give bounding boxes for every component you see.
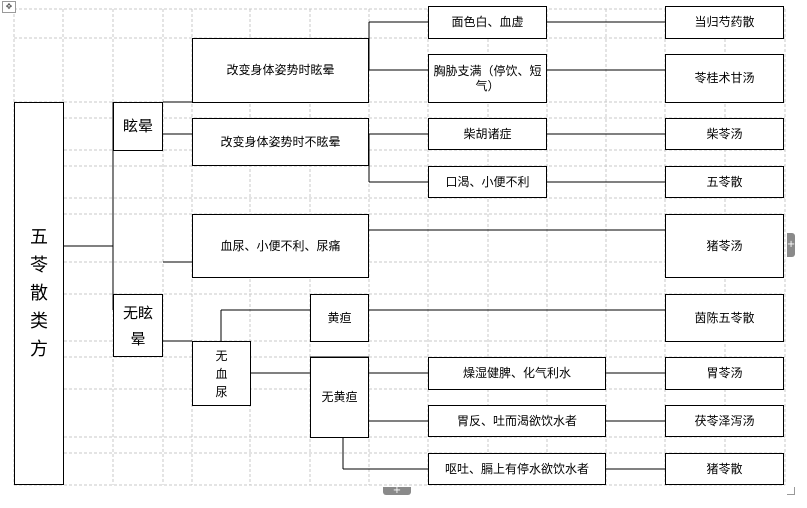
root-label: 五苓散类方 bbox=[30, 226, 48, 360]
formula-weiling-node: 胃苓汤 bbox=[665, 357, 784, 390]
change-posture-dizzy-label: 改变身体姿势时眩晕 bbox=[226, 63, 335, 77]
thirst-dysuria-label: 口渴、小便不利 bbox=[445, 174, 530, 189]
stomach-reflux-node: 胃反、吐而渴欲饮水者 bbox=[428, 405, 606, 437]
formula-fuling-zexie-node: 茯苓泽泻汤 bbox=[665, 405, 784, 437]
pale-blood-deficiency-node: 面色白、血虚 bbox=[428, 6, 547, 39]
formula-linggui-label: 苓桂术甘汤 bbox=[694, 71, 755, 85]
vomiting-node: 呕吐、膈上有停水欲饮水者 bbox=[428, 453, 606, 485]
formula-wuling-label: 五苓散 bbox=[706, 174, 743, 189]
bupleurum-syndrome-node: 柴胡诸症 bbox=[428, 118, 547, 150]
formula-danggui-node: 当归芍药散 bbox=[665, 6, 784, 39]
formula-zhuling-tang-label: 猪苓汤 bbox=[706, 238, 743, 253]
dry-dampness-label: 燥湿健脾、化气利水 bbox=[462, 366, 571, 380]
no-hematuria-node: 无血尿 bbox=[192, 341, 251, 406]
jaundice-label: 黄疸 bbox=[327, 310, 352, 325]
not-dizzy-label: 无眩晕 bbox=[122, 303, 153, 348]
formula-zhuling-san-node: 猪苓散 bbox=[665, 453, 784, 485]
formula-danggui-label: 当归芍药散 bbox=[694, 15, 755, 29]
root-node: 五苓散类方 bbox=[14, 102, 64, 485]
formula-chailing-label: 柴苓汤 bbox=[706, 126, 743, 141]
formula-yinchen-label: 茵陈五苓散 bbox=[694, 310, 755, 325]
add-column-button[interactable]: + bbox=[787, 233, 795, 257]
change-posture-not-dizzy-label: 改变身体姿势时不眩晕 bbox=[220, 134, 341, 149]
no-hematuria-label: 无血尿 bbox=[215, 348, 228, 399]
plus-icon: + bbox=[786, 239, 796, 250]
no-jaundice-label: 无黄疸 bbox=[321, 390, 358, 404]
thirst-dysuria-node: 口渴、小便不利 bbox=[428, 166, 547, 198]
plus-icon: + bbox=[392, 485, 402, 496]
formula-yinchen-node: 茵陈五苓散 bbox=[665, 294, 784, 342]
formula-chailing-node: 柴苓汤 bbox=[665, 118, 784, 150]
vomiting-label: 呕吐、膈上有停水欲饮水者 bbox=[444, 461, 589, 476]
formula-weiling-label: 胃苓汤 bbox=[706, 366, 743, 380]
pale-blood-deficiency-label: 面色白、血虚 bbox=[451, 15, 524, 29]
formula-zhuling-san-label: 猪苓散 bbox=[706, 461, 743, 476]
dizzy-node: 眩晕 bbox=[113, 102, 163, 151]
formula-zhuling-tang-node: 猪苓汤 bbox=[665, 214, 784, 278]
hematuria-node: 血尿、小便不利、尿痛 bbox=[192, 214, 369, 278]
chest-fullness-label: 胸胁支满（停饮、短气） bbox=[433, 63, 542, 93]
table-resize-handle[interactable] bbox=[787, 487, 795, 495]
move-icon[interactable]: ✥ bbox=[2, 1, 16, 13]
change-posture-not-dizzy-node: 改变身体姿势时不眩晕 bbox=[192, 118, 369, 166]
chest-fullness-node: 胸胁支满（停饮、短气） bbox=[428, 54, 547, 103]
jaundice-node: 黄疸 bbox=[310, 294, 369, 342]
formula-wuling-node: 五苓散 bbox=[665, 166, 784, 198]
formula-fuling-zexie-label: 茯苓泽泻汤 bbox=[694, 413, 755, 428]
not-dizzy-node: 无眩晕 bbox=[113, 294, 163, 357]
change-posture-dizzy-node: 改变身体姿势时眩晕 bbox=[192, 38, 369, 103]
stomach-reflux-label: 胃反、吐而渴欲饮水者 bbox=[456, 413, 577, 428]
no-jaundice-node: 无黄疸 bbox=[310, 357, 369, 438]
add-row-button[interactable]: + bbox=[383, 485, 411, 496]
dizzy-label: 眩晕 bbox=[122, 117, 153, 135]
formula-linggui-node: 苓桂术甘汤 bbox=[665, 54, 784, 103]
bupleurum-syndrome-label: 柴胡诸症 bbox=[463, 126, 512, 141]
dry-dampness-node: 燥湿健脾、化气利水 bbox=[428, 357, 606, 390]
hematuria-label: 血尿、小便不利、尿痛 bbox=[220, 238, 341, 253]
